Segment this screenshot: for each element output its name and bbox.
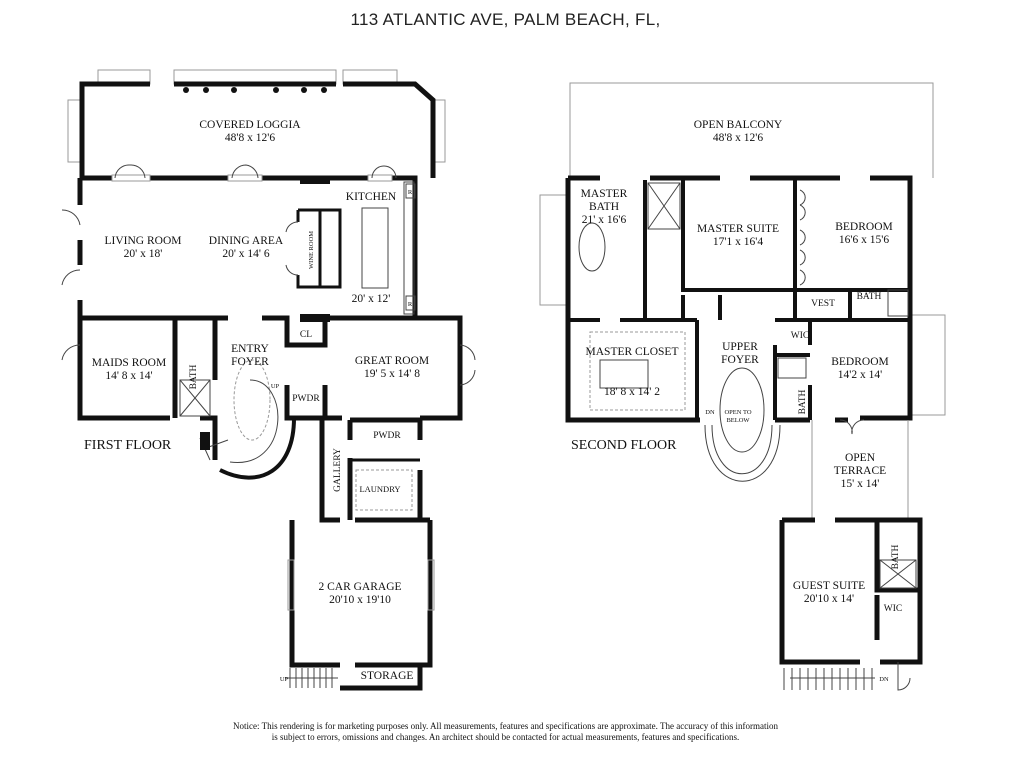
room-label-wic: WIC: [791, 331, 809, 341]
room-label-dining-area: DINING AREA: [209, 235, 284, 247]
room-label-guest-wic: WIC: [884, 604, 902, 614]
room-label-bath-2: BATH: [857, 292, 882, 302]
room-label-kitchen: KITCHEN: [346, 191, 397, 203]
room-size-open-terrace: 15' x 14': [841, 478, 880, 490]
room-size-bedroom-1: 16'6 x 15'6: [839, 234, 889, 246]
room-label-gallery: GALLERY: [333, 448, 343, 492]
room-size-master-suite: 17'1 x 16'4: [713, 236, 763, 248]
room-size-kitchen: 20' x 12': [352, 293, 391, 305]
room-size-master-bath: 21' x 16'6: [582, 214, 627, 226]
room-label-master-suite: MASTER SUITE: [697, 223, 779, 235]
room-label-wine-room: WINE ROOM: [308, 231, 315, 269]
room-label-covered-loggia: COVERED LOGGIA: [199, 119, 301, 131]
first-floor-plan: [61, 69, 476, 691]
fridge-mark-2: R: [408, 301, 413, 308]
open-to-below-line2: BELOW: [726, 417, 750, 424]
room-size-dining-area: 20' x 14' 6: [222, 248, 270, 260]
room-size-covered-loggia: 48'8 x 12'6: [225, 132, 275, 144]
room-size-master-closet: 18' 8 x 14' 2: [604, 386, 660, 398]
room-label-bath-3: BATH: [798, 389, 808, 414]
room-label-maids-bath: BATH: [189, 364, 199, 389]
room-size-great-room: 19' 5 x 14' 8: [364, 368, 420, 380]
room-label-great-room: GREAT ROOM: [355, 355, 429, 367]
room-label-bedroom-1: BEDROOM: [835, 221, 893, 233]
room-size-bedroom-2: 14'2 x 14': [838, 369, 882, 381]
room-size-living-room: 20' x 18': [124, 248, 163, 260]
room-label-closet: CL: [300, 330, 312, 340]
notice-line-1: Notice: This rendering is for marketing …: [233, 721, 778, 731]
room-size-maids-room: 14' 8 x 14': [105, 370, 152, 382]
second-floor-plan: [539, 82, 946, 691]
room-label-powder-1: PWDR: [292, 394, 320, 404]
room-label-maids-room: MAIDS ROOM: [92, 357, 166, 369]
room-label-garage: 2 CAR GARAGE: [318, 581, 401, 593]
room-size-guest-suite: 20'10 x 14': [804, 593, 854, 605]
notice-line-2: is subject to errors, omissions and chan…: [271, 732, 740, 742]
guest-stair-down-mark: DN: [879, 676, 889, 683]
stair-down-mark: DN: [705, 409, 715, 416]
fridge-mark-1: R: [408, 189, 413, 196]
loggia-columns: [183, 87, 327, 93]
room-label-storage: STORAGE: [361, 670, 414, 682]
room-size-open-balcony: 48'8 x 12'6: [713, 132, 763, 144]
stair-up-mark: UP: [271, 383, 280, 390]
room-label-guest-bath: BATH: [891, 544, 901, 569]
room-size-garage: 20'10 x 19'10: [329, 594, 391, 606]
plan-title: 113 ATLANTIC AVE, PALM BEACH, FL,: [350, 10, 661, 29]
room-label-master-closet: MASTER CLOSET: [586, 346, 679, 358]
room-label-powder-2: PWDR: [373, 431, 401, 441]
room-label-laundry: LAUNDRY: [359, 484, 400, 494]
first-floor-label: FIRST FLOOR: [84, 438, 172, 453]
room-label-bedroom-2: BEDROOM: [831, 356, 889, 368]
second-floor-label: SECOND FLOOR: [571, 438, 677, 453]
room-label-open-balcony: OPEN BALCONY: [694, 119, 783, 131]
room-label-living-room: LIVING ROOM: [105, 235, 182, 247]
garage-stair-up-mark: UP: [280, 676, 289, 683]
open-to-below-line1: OPEN TO: [724, 409, 751, 416]
disclaimer-notice: Notice: This rendering is for marketing …: [0, 721, 1011, 743]
room-label-guest-suite: GUEST SUITE: [793, 580, 865, 592]
room-label-vest: VEST: [811, 299, 835, 309]
